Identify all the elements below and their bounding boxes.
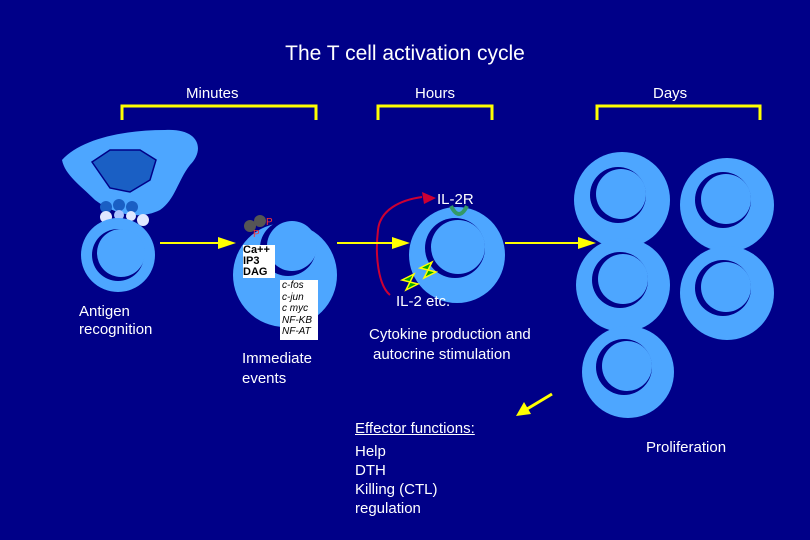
proliferating-cell xyxy=(680,158,774,252)
flow-arrow xyxy=(505,237,596,249)
cytokine-label-line-1: Cytokine production and xyxy=(369,326,531,343)
transcription-factor-label: c-fos xyxy=(282,280,304,291)
immediate-events-line-1: Immediate xyxy=(242,350,313,367)
transcription-factor-box: c-fos c-jun c myc NF-KB NF-AT xyxy=(280,280,318,340)
antigen-presenting-cell xyxy=(62,129,198,216)
activating-t-cell xyxy=(233,220,337,327)
timeline-bracket-hours xyxy=(376,104,494,120)
diagram-title: The T cell activation cycle xyxy=(285,42,525,65)
il2r-label: IL-2R xyxy=(437,191,474,208)
timeline-label-minutes: Minutes xyxy=(186,85,239,102)
timeline-label-hours: Hours xyxy=(415,85,456,102)
second-messenger-label: DAG xyxy=(243,266,268,278)
il2-cytokine-icon xyxy=(399,260,439,292)
transcription-factor-label: c-jun xyxy=(282,291,304,303)
transcription-factor-label: NF-AT xyxy=(282,326,311,337)
second-messenger-label: Ca++ xyxy=(243,244,270,256)
timeline-bracket-days xyxy=(595,104,762,120)
effector-arrow xyxy=(516,392,553,416)
flow-arrow xyxy=(337,237,410,249)
il2-receptor-icon xyxy=(449,205,469,216)
antigen-label-line-2: recognition xyxy=(79,321,153,338)
cytokine-label-line-2: autocrine stimulation xyxy=(373,346,511,363)
flow-arrow xyxy=(160,237,236,249)
effector-functions-title: Effector functions: xyxy=(355,420,475,437)
resting-t-cell xyxy=(81,218,155,292)
il2-responding-t-cell xyxy=(409,207,505,303)
autocrine-loop-arrow xyxy=(375,196,423,296)
il2-label: IL-2 etc. xyxy=(396,293,451,310)
effector-item: regulation xyxy=(355,500,421,517)
antigen-label-line-1: Antigen xyxy=(79,303,130,320)
effector-item: Help xyxy=(355,443,386,460)
proliferating-cell xyxy=(680,246,774,340)
timeline-bracket-minutes xyxy=(120,104,318,120)
mhc-peptide-complexes xyxy=(100,199,149,226)
proliferating-cell xyxy=(574,152,670,248)
phospho-label: P xyxy=(266,217,273,228)
proliferation-label: Proliferation xyxy=(646,439,727,456)
receptor-signaling-complex xyxy=(244,215,266,232)
proliferating-cell xyxy=(576,238,670,332)
transcription-factor-label: NF-KB xyxy=(282,314,312,326)
transcription-factor-label: c myc xyxy=(282,303,309,314)
timeline-label-days: Days xyxy=(653,85,688,102)
immediate-events-line-2: events xyxy=(242,370,287,387)
effector-item: Killing (CTL) xyxy=(355,481,438,498)
autocrine-loop-arrowhead xyxy=(422,192,436,204)
effector-item: DTH xyxy=(355,462,386,479)
proliferating-cell xyxy=(582,326,674,418)
phospho-label: P xyxy=(253,229,260,240)
second-messenger-box: Ca++ IP3 DAG xyxy=(243,245,275,278)
second-messenger-label: IP3 xyxy=(243,255,260,267)
